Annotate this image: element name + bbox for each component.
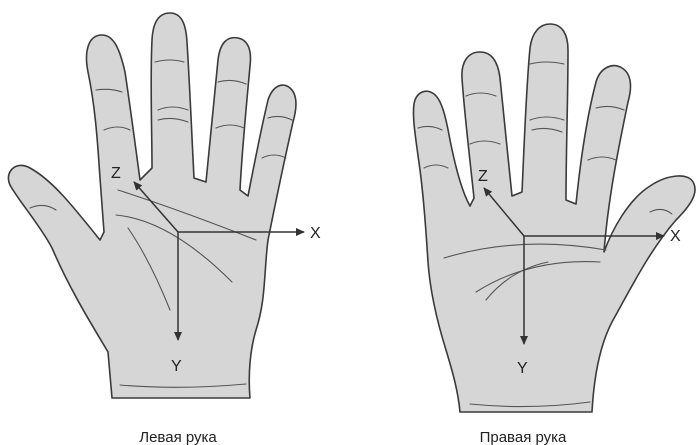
left-x-label: X: [310, 225, 321, 242]
right-hand-outline: [413, 24, 695, 412]
right-hand-caption: Правая рука: [480, 429, 567, 445]
left-hand: X Y Z Левая рука: [8, 13, 321, 445]
right-z-label: Z: [478, 168, 488, 185]
left-hand-caption: Левая рука: [139, 429, 217, 445]
right-y-label: Y: [517, 360, 528, 377]
left-y-label: Y: [171, 358, 182, 375]
left-hand-outline: [8, 13, 296, 398]
right-hand: X Y Z Правая рука: [413, 24, 695, 445]
right-x-label: X: [670, 228, 681, 245]
left-z-label: Z: [111, 165, 121, 182]
